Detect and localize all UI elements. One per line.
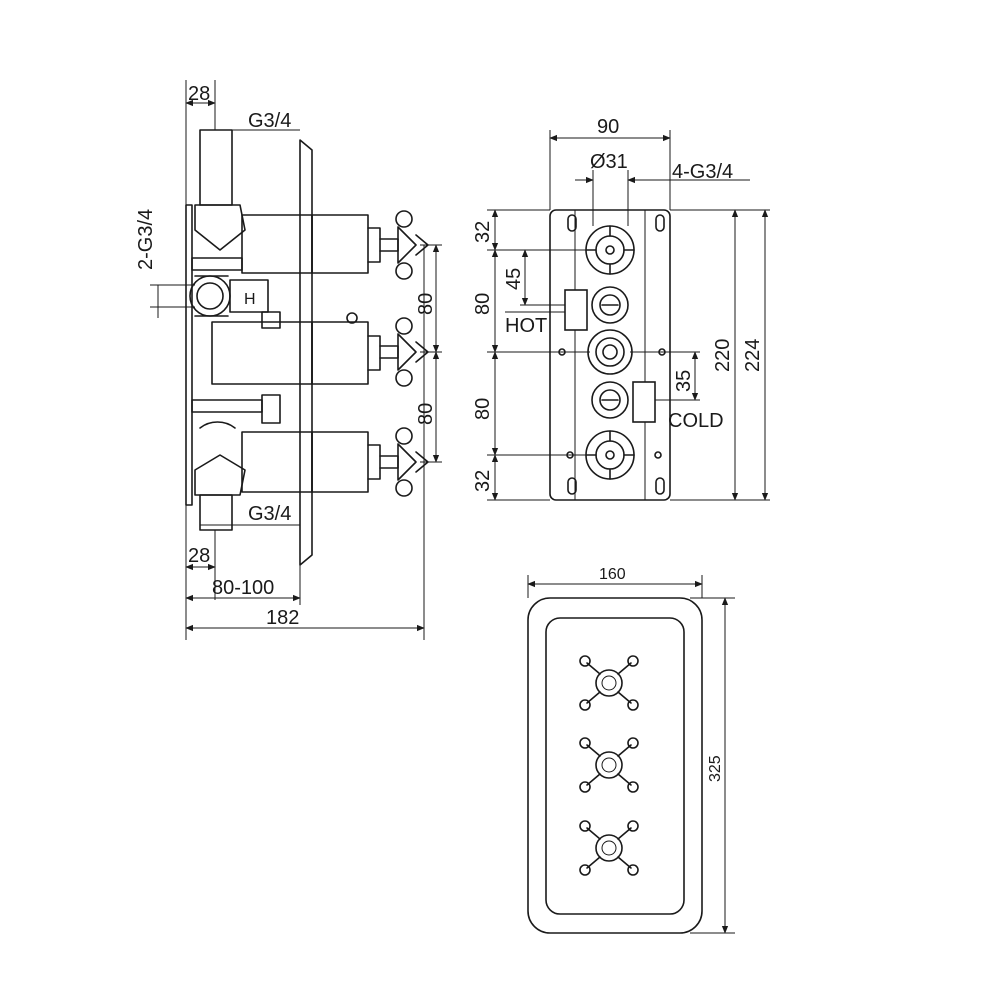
back-dim-90: 90 xyxy=(597,116,619,138)
back-dim-35: 35 xyxy=(673,370,695,392)
back-label-cold: COLD xyxy=(668,410,724,432)
back-dim-4g34: 4-G3/4 xyxy=(672,161,733,183)
side-dim-28-bottom: 28 xyxy=(188,545,210,567)
front-handle-bottom xyxy=(579,820,639,876)
back-view: 90 Ø31 4-G3/4 32 45 80 HOT 80 32 35 COLD… xyxy=(472,116,770,501)
back-dim-d31: Ø31 xyxy=(590,151,628,173)
side-dim-g34-bottom: G3/4 xyxy=(248,503,291,525)
side-dim-g34-top: G3/4 xyxy=(248,110,291,132)
front-handle-top xyxy=(579,655,639,711)
lower-valve-body xyxy=(241,431,313,493)
front-dim-160: 160 xyxy=(599,566,626,583)
back-dim-32-top: 32 xyxy=(472,221,494,243)
top-outlet xyxy=(199,129,233,206)
wall-plate xyxy=(299,139,313,566)
side-dim-182: 182 xyxy=(266,607,299,629)
front-dim-325: 325 xyxy=(707,755,724,782)
side-dim-80-upper: 80 xyxy=(415,293,437,315)
hot-inlet-circle xyxy=(189,275,231,317)
back-label-hot: HOT xyxy=(505,315,547,337)
side-dim-80-lower: 80 xyxy=(415,403,437,425)
back-dim-224: 224 xyxy=(742,339,764,372)
back-dim-220: 220 xyxy=(712,339,734,372)
side-dim-80-100: 80-100 xyxy=(212,577,274,599)
side-view: 28 G3/4 2-G3/4 80 80 G3/4 28 80-100 182 … xyxy=(135,80,442,640)
back-dim-80-lower: 80 xyxy=(472,398,494,420)
side-h-mark: H xyxy=(244,291,256,308)
middle-valve-body xyxy=(211,321,313,385)
front-view: 160 325 xyxy=(527,566,735,934)
side-dim-28-top: 28 xyxy=(188,83,210,105)
middle-port xyxy=(587,329,633,375)
front-handle-middle xyxy=(579,737,639,793)
side-dim-2g34: 2-G3/4 xyxy=(135,209,157,270)
back-dim-32-bottom: 32 xyxy=(472,470,494,492)
front-inner-panel xyxy=(545,617,685,915)
back-dim-80-upper: 80 xyxy=(472,293,494,315)
upper-valve-body xyxy=(241,214,313,274)
body-backplate xyxy=(185,204,193,506)
front-outer-plate xyxy=(527,597,703,934)
back-dim-45: 45 xyxy=(503,268,525,290)
